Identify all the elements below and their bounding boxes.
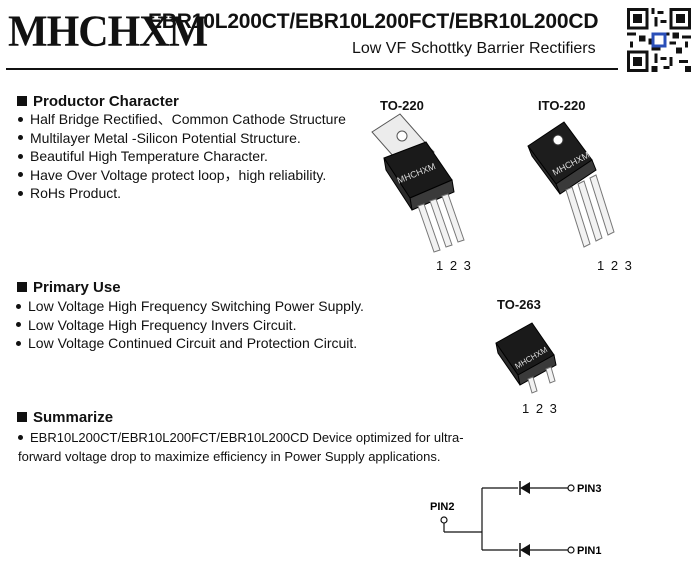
square-bullet-icon [17, 282, 27, 292]
round-bullet-icon [16, 340, 21, 346]
square-bullet-icon [17, 96, 27, 106]
pin2-label: PIN2 [430, 501, 454, 513]
round-bullet-icon [18, 153, 23, 159]
package-label-ito220: ITO-220 [538, 98, 586, 113]
round-bullet-icon [18, 190, 23, 196]
package-label-to263: TO-263 [497, 297, 541, 312]
pin3-terminal [567, 484, 575, 492]
qr-code-icon [627, 8, 691, 72]
round-bullet-icon [18, 135, 23, 141]
list-item: Low Voltage High Frequency Invers Circui… [14, 316, 364, 335]
package-label-to220: TO-220 [380, 98, 424, 113]
diode-symbol-icon [519, 481, 530, 495]
to220-package-drawing: MHCHXM [371, 113, 465, 253]
pin3-label: PIN3 [577, 483, 601, 495]
round-bullet-icon [18, 172, 23, 178]
section-heading-primary-use: Primary Use [17, 279, 121, 296]
pin1-label: PIN1 [577, 545, 601, 557]
product-subtitle: Low VF Schottky Barrier Rectifiers [352, 40, 596, 57]
part-numbers-title: EBR10L200CT/EBR10L200FCT/EBR10L200CD [148, 10, 599, 33]
pin1-terminal [567, 546, 575, 554]
square-bullet-icon [17, 412, 27, 422]
round-bullet-icon [16, 322, 21, 328]
diode-symbol-icon [519, 543, 530, 557]
summarize-text: EBR10L200CT/EBR10L200FCT/EBR10L200CD Dev… [18, 430, 464, 464]
list-item: Low Voltage Continued Circuit and Protec… [14, 334, 364, 353]
round-bullet-icon [16, 303, 21, 309]
pin2-terminal [440, 516, 448, 524]
list-item: Beautiful High Temperature Character. [16, 147, 346, 166]
section-heading-productor-character: Productor Character [17, 93, 179, 110]
productor-character-list: Half Bridge Rectified、Common Cathode Str… [16, 110, 346, 203]
pin-numbers-ito220: 1 2 3 [597, 258, 632, 273]
round-bullet-icon [18, 435, 23, 441]
section-heading-summarize: Summarize [17, 409, 113, 426]
header-divider [6, 68, 618, 70]
list-item: Multilayer Metal -Silicon Potential Stru… [16, 129, 346, 148]
to263-package-drawing: MHCHXM [495, 322, 557, 394]
pin-numbers-to263: 1 2 3 [522, 401, 557, 416]
round-bullet-icon [18, 116, 23, 122]
list-item: Half Bridge Rectified、Common Cathode Str… [16, 110, 346, 129]
list-item: RoHs Product. [16, 184, 346, 203]
brand-logo: MHCHXM [8, 7, 208, 57]
pin-numbers-to220: 1 2 3 [436, 258, 471, 273]
list-item: Low Voltage High Frequency Switching Pow… [14, 297, 364, 316]
list-item: Have Over Voltage protect loop，high reli… [16, 166, 346, 185]
ito220-package-drawing: MHCHXM [527, 121, 615, 248]
common-cathode-schematic: PIN2 PIN3 PIN1 [430, 481, 601, 557]
primary-use-list: Low Voltage High Frequency Switching Pow… [14, 297, 364, 353]
